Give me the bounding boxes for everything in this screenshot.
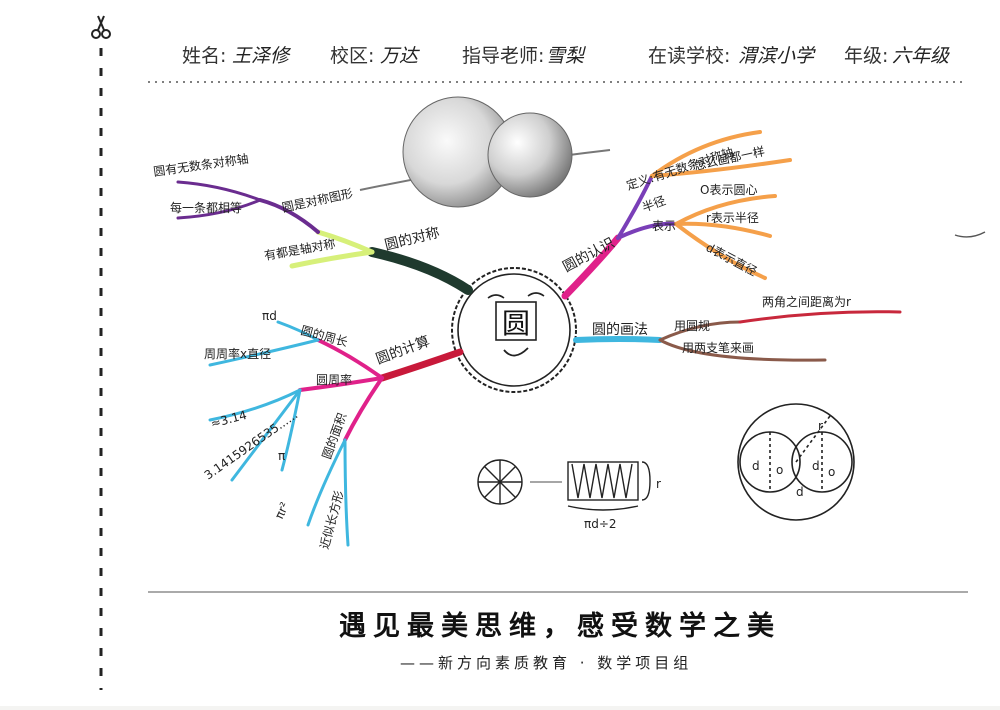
calc-perimeter-note: 周周率x直径 — [204, 346, 271, 361]
calc-area-a: πr² — [272, 500, 292, 521]
figure-d2: d — [812, 459, 820, 473]
grade-label: 年级: — [844, 45, 888, 67]
spheres-illustration — [359, 96, 611, 208]
school-label: 在读学校: — [648, 45, 730, 67]
branch-symmetry — [176, 180, 473, 295]
branch-draw — [573, 310, 902, 362]
calc-pi-a: ≈3.14 — [209, 408, 248, 431]
figure-r: r — [818, 419, 823, 433]
footer-slogan: 遇见最美思维，感受数学之美 — [339, 611, 781, 642]
center-node: 圆 — [451, 267, 577, 393]
figure-o1: o — [776, 463, 783, 477]
campus-value: 万达 — [380, 45, 420, 67]
figure-o2: o — [828, 465, 835, 479]
branch-calc — [208, 320, 464, 547]
symmetry-sub1: 圆是对称图形 — [281, 186, 354, 215]
draw-sub2: 用两支笔来画 — [682, 340, 754, 355]
calc-area-b: 近似长方形 — [316, 489, 346, 551]
symmetry-label: 圆的对称 — [383, 225, 441, 254]
draw-sub1-a: 两角之间距离为r — [762, 294, 851, 309]
campus-label: 校区: — [330, 45, 374, 67]
center-label: 圆 — [502, 307, 530, 340]
cognition-sub3: 表示 — [652, 219, 676, 233]
symmetry-sub1-b: 每一条都相等 — [170, 200, 242, 215]
header: 姓名: 王泽修 校区: 万达 指导老师: 雪梨 在读学校: 渭滨小学 年级: 六… — [182, 45, 950, 67]
calc-perimeter-formula: πd — [262, 309, 277, 323]
footer-subslogan: ——新方向素质教育 · 数学项目组 — [400, 654, 693, 672]
symmetry-sub1-a: 圆有无数条对称轴 — [152, 151, 249, 179]
calc-pi: 圆周率 — [316, 372, 352, 387]
grade-value: 六年级 — [892, 45, 950, 67]
figure-d3: d — [796, 485, 804, 499]
draw-label: 圆的画法 — [592, 322, 648, 338]
name-value: 王泽修 — [232, 45, 292, 67]
cognition-sub3-a: r表示半径 — [706, 211, 759, 225]
teacher-label: 指导老师: — [462, 45, 544, 67]
margin-stroke — [954, 231, 986, 238]
draw-sub1: 用圆规 — [674, 318, 710, 333]
figure-rect-bottom: πd÷2 — [584, 517, 617, 531]
school-value: 渭滨小学 — [738, 45, 816, 67]
cognition-sub2: 半径 — [640, 193, 667, 214]
area-derivation-figure — [477, 459, 651, 511]
calc-pi-c: π — [278, 449, 285, 463]
figure-d1: d — [752, 459, 760, 473]
cognition-sub3-b: d表示直径 — [704, 240, 760, 278]
branch-cognition — [561, 130, 792, 300]
scissors-icon — [91, 15, 111, 39]
teacher-value: 雪梨 — [546, 45, 586, 67]
nested-circles-figure — [737, 403, 855, 521]
cognition-sub2-a: O表示圆心 — [700, 183, 757, 197]
name-label: 姓名: — [182, 45, 226, 67]
figure-rect-r: r — [656, 477, 661, 491]
